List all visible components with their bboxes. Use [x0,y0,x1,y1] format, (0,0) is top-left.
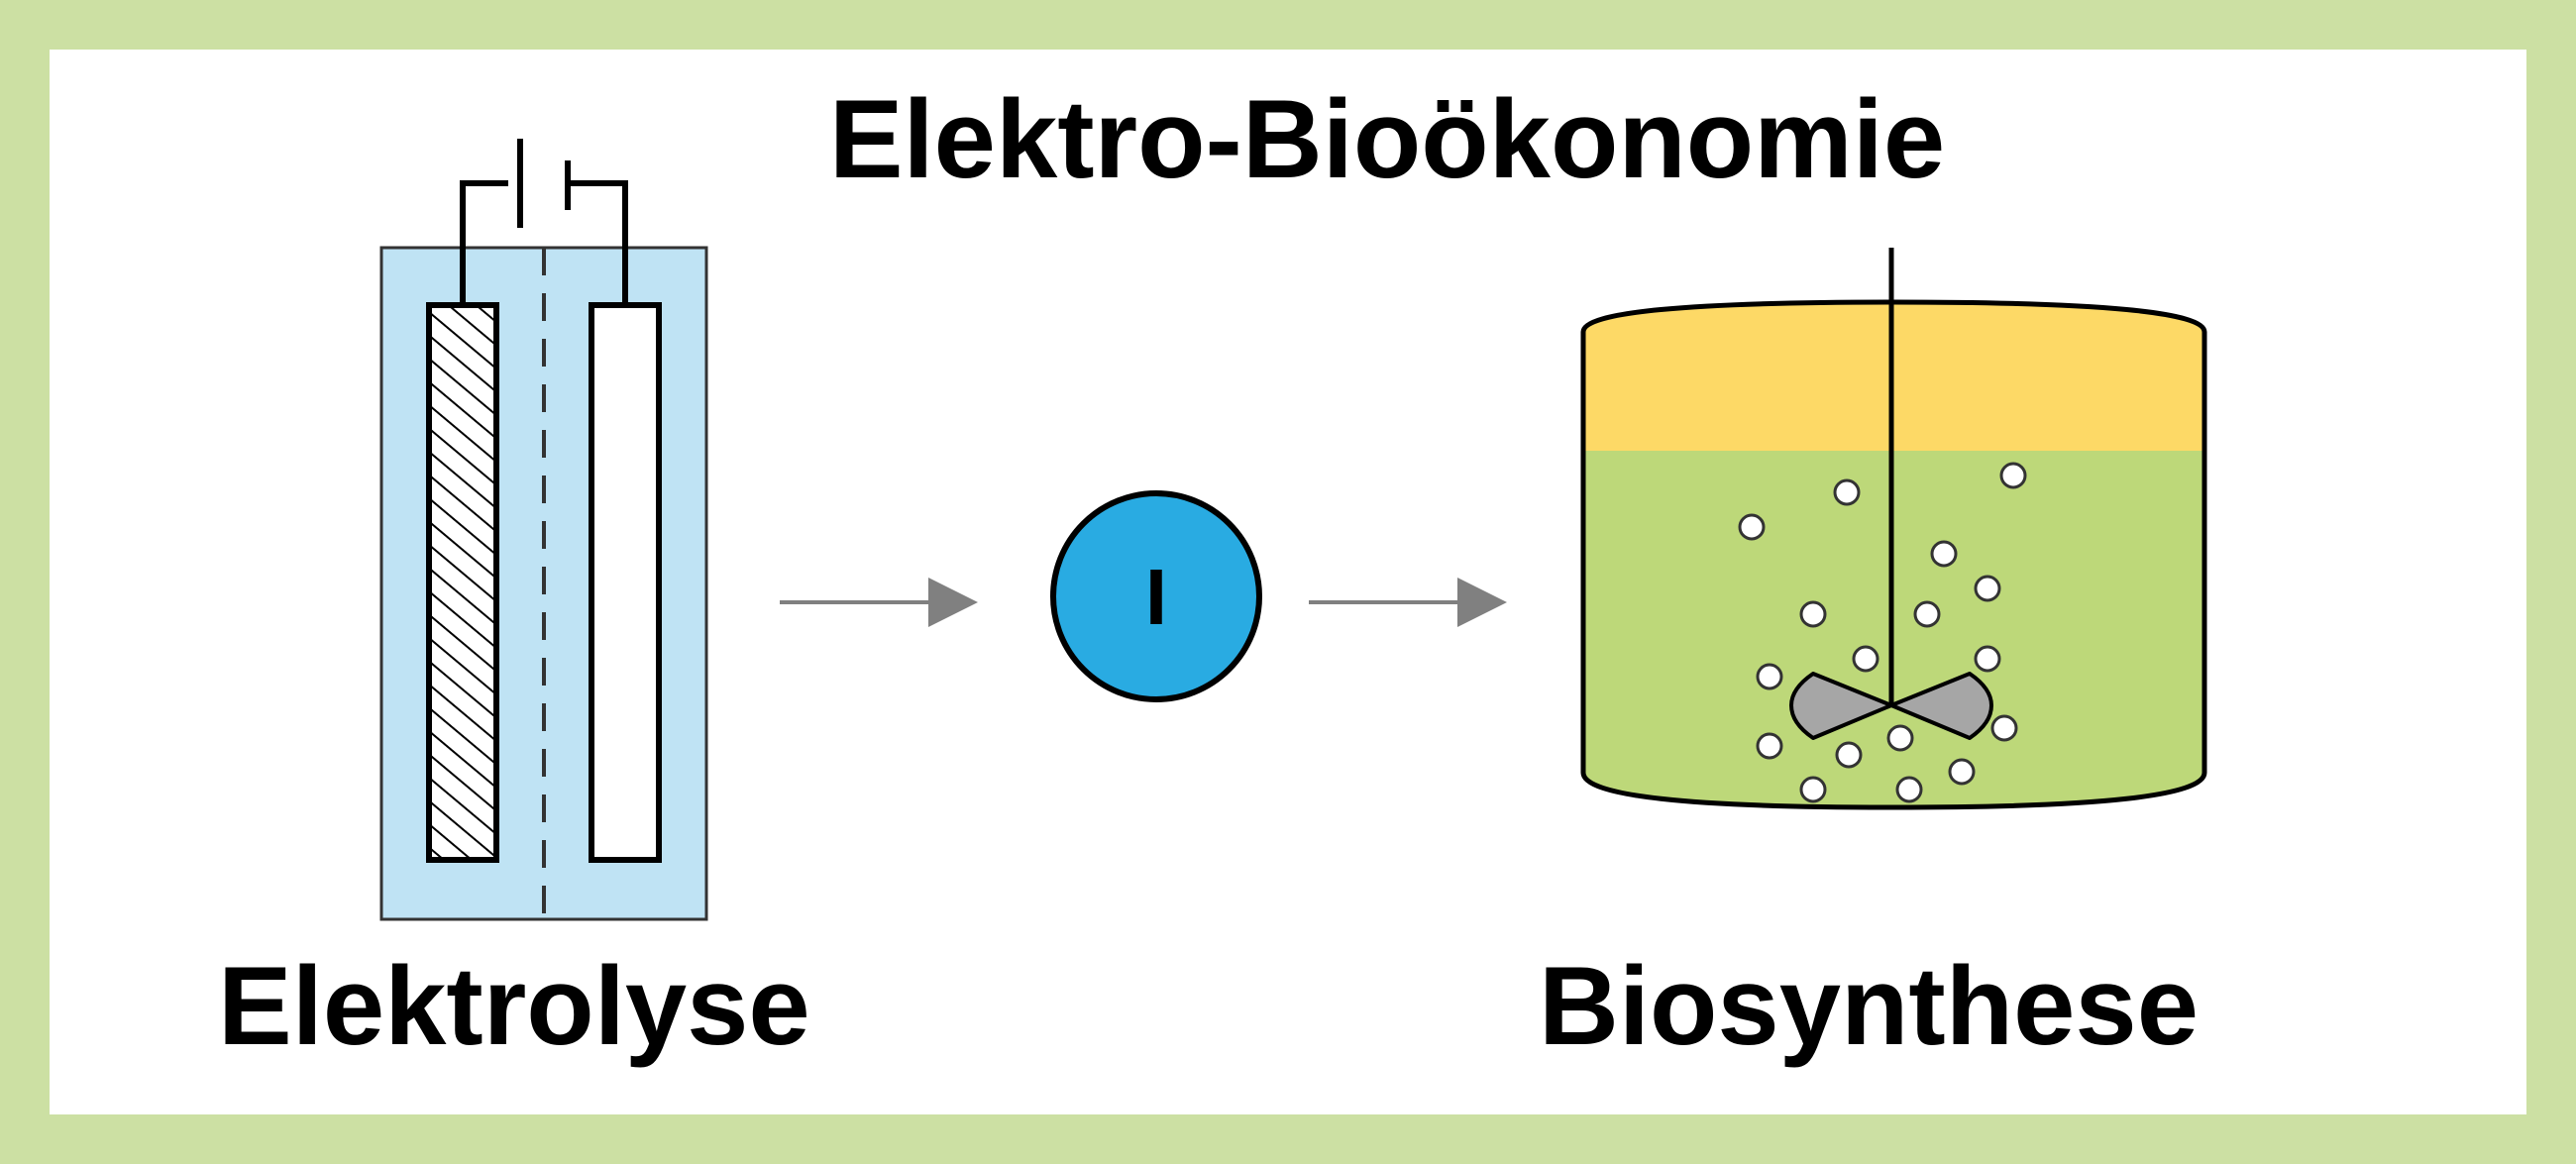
biosynthesis-label: Biosynthese [1539,944,2199,1068]
power-source-wires [460,139,628,305]
impeller [1789,672,1993,740]
anode-electrode [426,302,499,863]
intermediate-symbol: I [1145,553,1167,641]
bioreactor [1580,248,2207,810]
intermediate-node: I [1050,490,1262,702]
arrow-to-intermediate [780,578,978,627]
electrolysis-label: Elektrolyse [218,944,810,1068]
cathode-electrode [589,302,662,863]
electrolysis-cell [379,139,708,921]
arrow-to-biosynthesis [1309,578,1507,627]
gas-bubbles [1738,462,2027,803]
reactor-vessel-outline [1580,299,2207,810]
diagram-title: Elektro-Bioökonomie [828,77,1946,201]
